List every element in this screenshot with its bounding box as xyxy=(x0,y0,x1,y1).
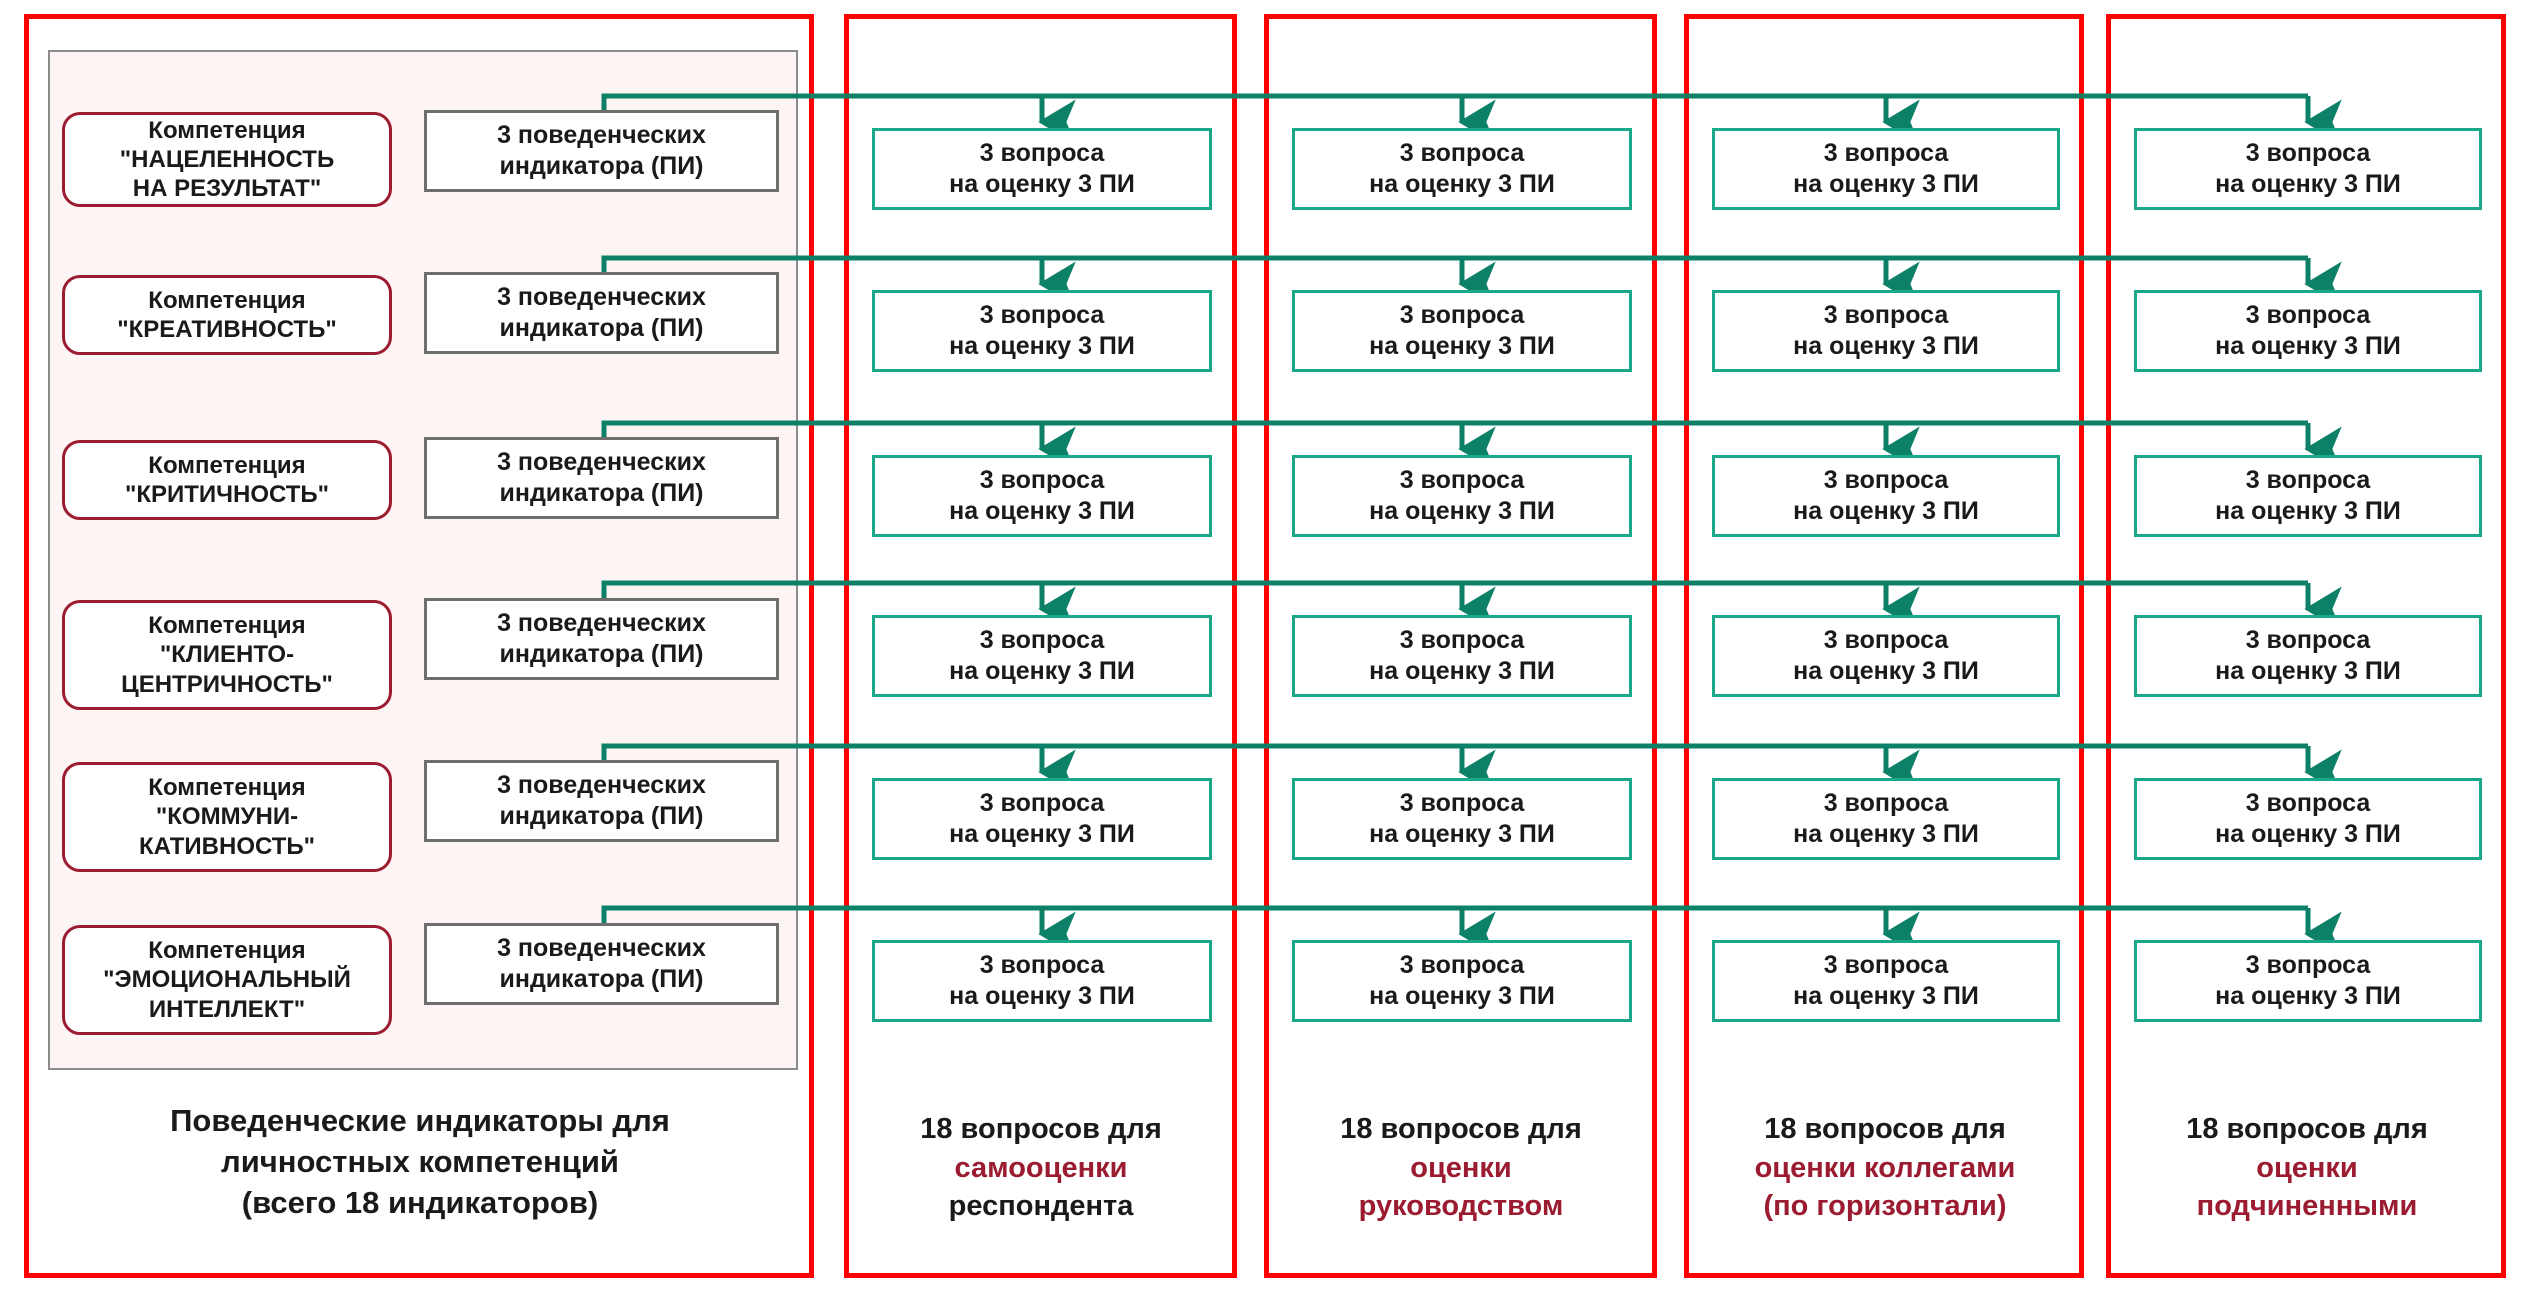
caption-self-assessment: 18 вопросов для самооценки респондента xyxy=(852,1110,1230,1226)
caption-line: руководством xyxy=(1358,1190,1564,1223)
panel-management-assessment xyxy=(1264,14,1657,1278)
panel-self-assessment xyxy=(844,14,1237,1278)
caption-line: 18 вопросов для xyxy=(920,1113,1162,1145)
caption-line: Поведенческие индикаторы для xyxy=(170,1103,670,1138)
caption-line: 18 вопросов для xyxy=(1340,1113,1582,1145)
caption-line: оценки xyxy=(1410,1151,1512,1184)
caption-behavioral-indicators: Поведенческие индикаторы для личностных к… xyxy=(40,1100,800,1224)
caption-line: 18 вопросов для xyxy=(2186,1113,2428,1145)
panel-behavioral-indicators xyxy=(24,14,814,1278)
caption-peer-assessment: 18 вопросов для оценки коллегами (по гориз… xyxy=(1692,1110,2078,1226)
competency-label: Компетенция"КРЕАТИВНОСТЬ" xyxy=(117,286,337,343)
caption-line: (по горизонтали) xyxy=(1763,1190,2007,1223)
competency-box[interactable]: Компетенция"КЛИЕНТО-ЦЕНТРИЧНОСТЬ" xyxy=(62,600,392,710)
competency-label: Компетенция"КЛИЕНТО-ЦЕНТРИЧНОСТЬ" xyxy=(121,612,333,698)
competency-group-container xyxy=(48,50,798,1070)
caption-line: респондента xyxy=(948,1190,1134,1223)
caption-line: (всего 18 индикаторов) xyxy=(241,1185,599,1221)
competency-label: Компетенция"КРИТИЧНОСТЬ" xyxy=(124,451,330,508)
caption-subordinate-assessment: 18 вопросов для оценки подчиненными xyxy=(2114,1110,2500,1226)
caption-management-assessment: 18 вопросов для оценки руководством xyxy=(1272,1110,1650,1226)
panel-subordinate-assessment xyxy=(2106,14,2506,1278)
caption-line: оценки xyxy=(2256,1151,2358,1184)
competency-box[interactable]: Компетенция"КОММУНИ-КАТИВНОСТЬ" xyxy=(62,762,392,872)
caption-line: оценки коллегами xyxy=(1754,1151,2016,1184)
caption-line: личностных компетенций xyxy=(221,1144,619,1180)
competency-box[interactable]: Компетенция"КРЕАТИВНОСТЬ" xyxy=(62,275,392,355)
caption-line: самооценки xyxy=(954,1151,1128,1184)
caption-line: 18 вопросов для xyxy=(1764,1113,2006,1145)
panel-peer-assessment xyxy=(1684,14,2084,1278)
competency-label: Компетенция"КОММУНИ-КАТИВНОСТЬ" xyxy=(138,774,316,860)
competency-box[interactable]: Компетенция"КРИТИЧНОСТЬ" xyxy=(62,440,392,520)
caption-line: подчиненными xyxy=(2196,1190,2418,1223)
